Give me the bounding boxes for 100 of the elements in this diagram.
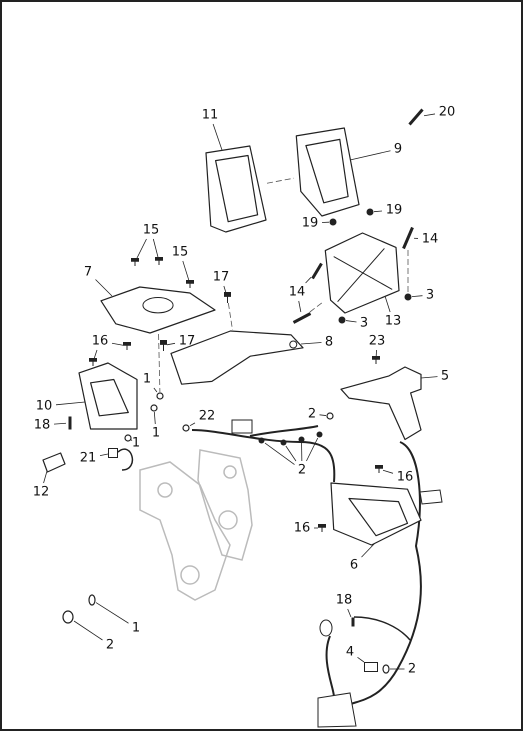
callout-number: 23 — [368, 334, 386, 348]
leader-line — [54, 422, 66, 425]
callout-number: 12 — [32, 484, 50, 500]
screw-drawing — [186, 280, 194, 288]
callout-number: 14 — [288, 284, 306, 300]
leader-line — [414, 238, 418, 239]
callout-number: 16 — [294, 520, 310, 536]
leader-line — [100, 454, 108, 456]
tray-drawing — [322, 232, 400, 314]
clip-drawing — [382, 664, 390, 674]
leader-line — [264, 442, 295, 465]
shield-drawing — [100, 286, 216, 334]
leader-line — [285, 446, 296, 462]
leader-line — [182, 260, 190, 280]
nut-drawing — [338, 316, 346, 324]
callout-number: 1 — [132, 620, 140, 636]
leader-line — [382, 470, 394, 474]
callout-number: 18 — [336, 592, 352, 608]
bracket-drawing — [340, 366, 422, 442]
callout-number: 6 — [350, 558, 358, 572]
leader-line — [374, 210, 382, 212]
nut-drawing — [298, 436, 305, 443]
alignment-line — [228, 302, 233, 330]
callout-number: 21 — [80, 450, 96, 466]
electronic-module-drawing — [205, 145, 267, 233]
callout-number: 15 — [142, 222, 160, 238]
clip-drawing — [124, 434, 132, 442]
leader-line — [43, 470, 48, 484]
callout-number: 2 — [106, 638, 114, 652]
controller-drawing — [330, 482, 422, 546]
callout-number: 5 — [440, 368, 450, 384]
alignment-line — [266, 178, 294, 184]
leader-line — [420, 376, 438, 378]
screw-drawing — [155, 257, 163, 265]
leader-line — [357, 656, 364, 662]
leader-line — [412, 295, 423, 298]
clip-drawing — [182, 424, 190, 432]
nut-drawing — [258, 437, 265, 444]
connector-drawing — [108, 448, 118, 458]
clip-drawing — [326, 412, 334, 420]
callout-number: 13 — [384, 314, 402, 328]
screw-drawing — [123, 342, 131, 350]
callout-number: 7 — [84, 264, 92, 280]
leader-line — [154, 412, 156, 424]
cover-drawing — [170, 330, 304, 388]
leader-line — [424, 114, 436, 116]
screw-drawing — [318, 524, 326, 532]
callout-number: 19 — [386, 202, 402, 218]
leader-line — [95, 279, 112, 296]
leader-line — [96, 602, 129, 624]
callout-number: 2 — [408, 662, 416, 676]
callout-number: 1 — [152, 426, 160, 440]
housing-drawing — [78, 362, 138, 430]
callout-number: 17 — [212, 270, 230, 284]
screw-drawing — [375, 465, 383, 473]
clip-drawing — [156, 392, 164, 400]
callout-number: 14 — [422, 232, 438, 246]
leader-line — [136, 238, 147, 258]
bolt-drawing — [292, 312, 312, 324]
callout-number: 1 — [132, 436, 140, 450]
nut-drawing — [316, 431, 323, 438]
nut-drawing — [366, 208, 374, 216]
leader-line — [301, 442, 302, 462]
screw-drawing — [224, 292, 231, 303]
callout-number: 19 — [302, 216, 318, 230]
plug-drawing — [42, 452, 66, 474]
clip-drawing — [88, 594, 96, 606]
callout-number: 3 — [426, 288, 434, 302]
alignment-line — [309, 302, 322, 312]
leader-line — [112, 342, 124, 346]
sensor-drawing — [408, 108, 424, 126]
callout-number: 20 — [438, 104, 456, 120]
callout-number: 4 — [346, 644, 354, 660]
leader-line — [153, 388, 158, 392]
pin-drawing — [349, 617, 357, 627]
callout-number: 11 — [202, 108, 218, 122]
leader-line — [223, 286, 226, 292]
leader-line — [56, 402, 86, 406]
connector-drawing — [364, 662, 378, 672]
leader-line — [384, 296, 391, 312]
leader-line — [166, 342, 176, 346]
leader-line — [390, 668, 405, 670]
leader-line — [319, 414, 326, 416]
leader-line — [306, 438, 318, 462]
leader-line — [300, 342, 322, 344]
pin-drawing — [66, 416, 74, 430]
callout-number: 16 — [92, 334, 108, 348]
bolt-drawing — [402, 226, 414, 250]
bracket-drawing — [294, 127, 360, 217]
nut-drawing — [280, 439, 287, 446]
callout-number: 15 — [172, 244, 188, 260]
callout-number: 2 — [298, 462, 306, 478]
screw-drawing — [89, 358, 97, 366]
callout-number: 3 — [360, 316, 368, 330]
callout-number: 9 — [394, 142, 402, 156]
callout-number: 2 — [308, 406, 316, 422]
callout-number: 10 — [36, 398, 52, 414]
clip-drawing — [62, 610, 74, 624]
callout-number: 8 — [324, 334, 334, 350]
leader-line — [322, 222, 330, 223]
